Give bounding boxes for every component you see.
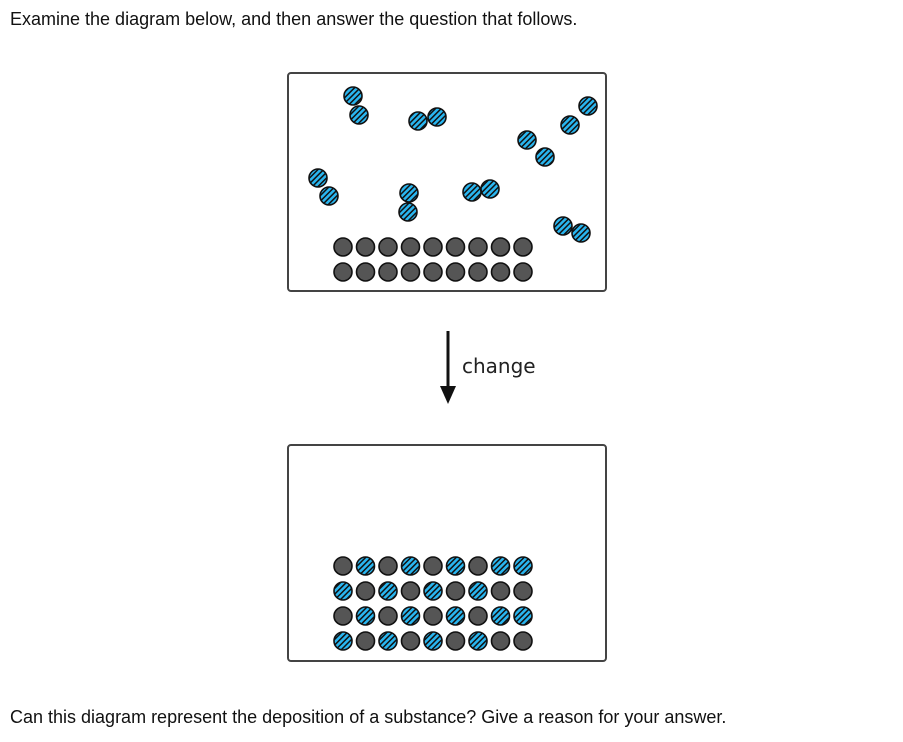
surface-atom — [355, 581, 376, 601]
deposited-gas-atom — [490, 606, 511, 626]
surface-atom — [445, 581, 466, 601]
arrow-label: change — [462, 354, 536, 378]
gas-atom — [517, 130, 537, 150]
surface-atom — [445, 237, 466, 257]
gas-atom — [399, 183, 419, 203]
deposited-gas-atom — [468, 631, 488, 651]
deposited-gas-atom — [378, 631, 398, 651]
deposited-gas-atom — [445, 556, 466, 576]
surface-atom — [423, 262, 443, 282]
gas-molecule — [462, 179, 500, 202]
surface-atom — [378, 237, 398, 257]
deposited-gas-atom — [490, 556, 511, 576]
gas-atom — [319, 186, 339, 206]
after-box — [287, 444, 607, 662]
surface-atom — [490, 631, 511, 651]
gas-atom — [408, 111, 428, 131]
gas-molecule — [398, 183, 419, 222]
surface-atom — [490, 237, 511, 257]
gas-atom — [398, 202, 418, 222]
deposited-gas-atom — [445, 606, 466, 626]
surface-atom — [423, 237, 443, 257]
surface-atom — [513, 581, 533, 601]
gas-atom — [480, 179, 500, 199]
surface-atom — [468, 556, 488, 576]
deposited-gas-atom — [513, 606, 533, 626]
surface-atom — [400, 237, 421, 257]
gas-molecule — [308, 168, 339, 206]
surface-atom — [400, 631, 421, 651]
surface-atom — [513, 631, 533, 651]
surface-atom — [513, 237, 533, 257]
surface-atom — [468, 237, 488, 257]
surface-atom — [333, 262, 353, 282]
gas-atom — [308, 168, 328, 188]
surface-atom — [423, 606, 443, 626]
deposited-gas-atom — [400, 606, 421, 626]
gas-atom — [560, 115, 580, 135]
surface-atom — [423, 556, 443, 576]
surface-atom — [513, 262, 533, 282]
gas-molecule — [343, 86, 369, 125]
gas-molecule — [517, 130, 555, 167]
surface-atom — [400, 581, 421, 601]
down-arrow-icon — [440, 331, 456, 404]
gas-atom — [535, 147, 555, 167]
gas-molecule — [560, 96, 598, 135]
gas-molecules — [308, 86, 598, 243]
surface-atom — [490, 581, 511, 601]
gas-atom — [462, 182, 482, 202]
surface-atom — [355, 631, 376, 651]
deposited-gas-atom — [333, 581, 353, 601]
surface-atom — [468, 262, 488, 282]
surface-atom — [468, 606, 488, 626]
deposited-gas-atom — [378, 581, 398, 601]
surface-atom — [378, 556, 398, 576]
deposited-gas-atom — [468, 581, 488, 601]
surface-atom — [445, 631, 466, 651]
intro-text: Examine the diagram below, and then answ… — [10, 9, 578, 29]
deposited-solid — [333, 556, 533, 651]
gas-atom — [349, 105, 369, 125]
gas-atom — [571, 223, 591, 243]
surface-atom — [333, 606, 353, 626]
gas-atom — [427, 107, 447, 127]
gas-molecule — [553, 216, 591, 243]
deposited-gas-atom — [423, 631, 443, 651]
gas-atom — [343, 86, 363, 106]
surface-atom — [445, 262, 466, 282]
surface-atom — [355, 237, 376, 257]
surface-atoms — [333, 237, 533, 282]
before-box — [287, 72, 607, 292]
deposited-gas-atom — [333, 631, 353, 651]
deposited-gas-atom — [355, 556, 376, 576]
surface-atom — [378, 262, 398, 282]
gas-atom — [553, 216, 573, 236]
surface-atom — [490, 262, 511, 282]
question-text: Can this diagram represent the depositio… — [10, 707, 727, 727]
gas-atom — [578, 96, 598, 116]
surface-atom — [378, 606, 398, 626]
surface-atom — [400, 262, 421, 282]
surface-atom — [333, 556, 353, 576]
deposited-gas-atom — [513, 556, 533, 576]
surface-atom — [355, 262, 376, 282]
deposited-gas-atom — [400, 556, 421, 576]
surface-atom — [333, 237, 353, 257]
deposited-gas-atom — [423, 581, 443, 601]
deposited-gas-atom — [355, 606, 376, 626]
gas-molecule — [408, 107, 447, 131]
